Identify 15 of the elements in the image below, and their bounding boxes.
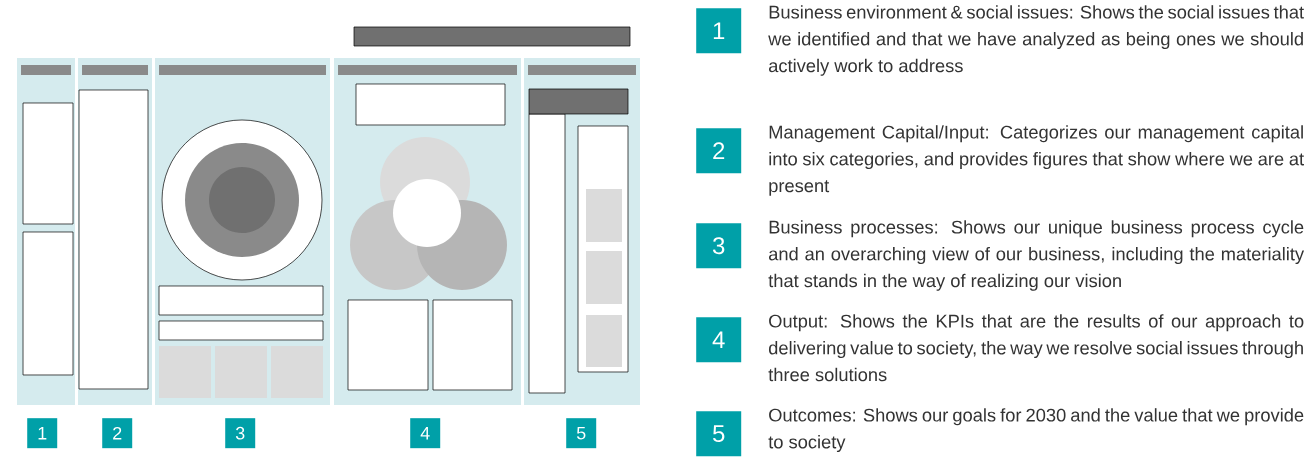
description-text: Business environment & social issues: Shows the social issues that we identified and that we have analyzed as being ones we should actively work to address [768, 5, 1304, 76]
number-badge: 4 [696, 317, 742, 363]
description-text: Outcomes: Shows our goals for 2030 and the value that we provide to society [768, 408, 1304, 453]
number-badge: 4 [410, 418, 441, 449]
description-text: Output: Shows the KPIs that are the results of our approach to delivering value to society, the way we resolve social issues through three solutions [768, 314, 1304, 382]
description-text: Management Capital/Input: Categorizes our management capital into six categories, and provides figures that show where we are at present [769, 125, 1304, 196]
number-badge: 1 [27, 418, 58, 449]
number-badge: 2 [696, 128, 742, 174]
number-badge: 2 [102, 418, 133, 449]
description-text: Business processes: Shows our unique business process cycle and an overarching view of our business, including the materiality that stands in the way of realizing our vision [768, 220, 1305, 291]
number-badge: 3 [225, 418, 256, 449]
number-badge: 3 [696, 223, 742, 269]
number-badge: 5 [696, 411, 742, 457]
number-badge: 5 [566, 418, 597, 449]
number-badge: 1 [696, 8, 742, 54]
